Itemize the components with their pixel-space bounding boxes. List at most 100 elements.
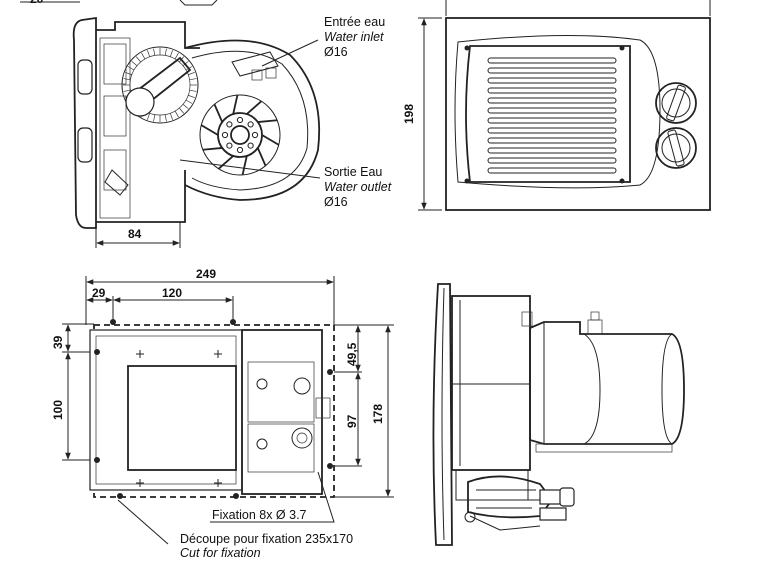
gear-tooth [141, 52, 146, 60]
impeller-hole [226, 142, 233, 149]
grille-slot [487, 117, 617, 124]
grille-slot [487, 67, 617, 74]
impeller-hole [236, 116, 244, 124]
inner-block-3 [103, 149, 127, 191]
cutout-en-label: Cut for fixation [180, 546, 261, 560]
cutout-leader [117, 499, 169, 545]
impeller-hole [236, 146, 244, 154]
gear-tooth [123, 89, 131, 92]
outlet-port-circle [291, 427, 313, 449]
top-partial-outline [179, 0, 218, 6]
impeller-blades [200, 94, 280, 176]
lower-mechanism [455, 469, 575, 531]
span-100-label: 100 [51, 400, 65, 420]
panel-clip-lower [77, 127, 93, 163]
front-plate-inner-line [441, 287, 445, 541]
impeller-blade [241, 155, 248, 176]
gear-tooth [123, 78, 131, 81]
water-chamber [184, 39, 321, 201]
inlet-port-circle [293, 377, 311, 395]
impeller-hole [251, 131, 259, 139]
impeller-blade [261, 134, 280, 146]
outlet-leader [179, 159, 321, 179]
impeller-blade [202, 147, 223, 151]
water-outlet-en-label: Water outlet [324, 180, 392, 194]
grille-opening [127, 365, 237, 471]
body-end-curve [661, 333, 673, 445]
impeller-blade [257, 119, 278, 123]
water-outlet-fr-label: Sortie Eau [324, 165, 382, 179]
side-connector [315, 397, 331, 419]
impeller-hole [247, 121, 254, 128]
body-curve [583, 333, 601, 445]
front-panel-side [72, 16, 97, 229]
inlet-nipple-2 [265, 67, 277, 79]
gear-tooth [131, 60, 138, 66]
flange-lines [452, 300, 530, 466]
impeller-hole [247, 142, 254, 149]
side-section-view: 20 [20, 0, 392, 248]
fixation-leader [210, 471, 335, 523]
gear-tooth [135, 56, 141, 63]
gear-tooth [153, 114, 156, 122]
inlet-nipple-1 [251, 69, 263, 81]
water-inlet-fr-label: Entrée eau [324, 15, 385, 29]
fan-speed-knob [655, 127, 697, 169]
heater-wheel-outer [121, 46, 199, 124]
gear-tooth [169, 113, 173, 120]
impeller-blade [246, 100, 262, 115]
water-outlet-diameter-label: Ø16 [324, 195, 348, 209]
impeller-blade [218, 155, 234, 170]
gear-tooth [174, 110, 179, 118]
inlet-fitting [231, 51, 279, 77]
gear-tooth [164, 48, 167, 56]
front-height-198-label: 198 [402, 104, 416, 124]
grille-slots [487, 57, 617, 174]
top-left-width-label: 20 [30, 0, 44, 6]
gear-tooth [188, 94, 195, 98]
bottom-rail [535, 443, 673, 453]
side-profile-view [432, 283, 685, 546]
lever-pivot [125, 87, 155, 117]
depth-84-label: 84 [128, 227, 142, 241]
impeller-holes [221, 116, 259, 154]
grille-slot [487, 147, 617, 154]
overall-width-249-label: 249 [196, 267, 216, 281]
mounting-flange [451, 295, 531, 471]
front-outer-frame [445, 17, 711, 211]
gear-tooth [182, 104, 189, 110]
gear-tooth [179, 107, 185, 114]
flange-tab [521, 311, 533, 327]
connector-block-upper [247, 361, 315, 423]
top-nipple-base [587, 319, 603, 335]
offset-29-label: 29 [92, 286, 106, 300]
span-120-label: 120 [162, 286, 182, 300]
offset-49-5-label: 49,5 [345, 342, 359, 366]
grille-slot [487, 107, 617, 114]
top-nipple-tip [590, 311, 600, 321]
water-chamber-inner [191, 50, 309, 191]
impeller-outer [199, 94, 281, 176]
front-view: 198 [402, 0, 711, 211]
inlet-leader [261, 39, 319, 67]
heater-main-body [529, 321, 685, 445]
impeller-blade [200, 124, 219, 136]
cutout-fr-label: Découpe pour fixation 235x170 [180, 532, 353, 546]
grille-slot [487, 87, 617, 94]
inner-block-2 [103, 95, 127, 137]
body-bottom-outline [96, 170, 186, 223]
front-screw-tr [619, 45, 625, 51]
gear-tooth [147, 50, 151, 57]
gear-tooth [169, 50, 173, 57]
grille-slot [487, 157, 617, 164]
outlet-port-inner [296, 432, 308, 444]
fixation-label: Fixation 8x Ø 3.7 [212, 508, 307, 522]
gear-tooth [174, 52, 179, 60]
offset-39-label: 39 [51, 335, 65, 349]
fixing-boss-2 [256, 438, 268, 450]
valve-part [104, 169, 129, 196]
height-178-label: 178 [371, 404, 385, 424]
fixation-points [94, 319, 333, 499]
span-97-label: 97 [345, 414, 359, 428]
